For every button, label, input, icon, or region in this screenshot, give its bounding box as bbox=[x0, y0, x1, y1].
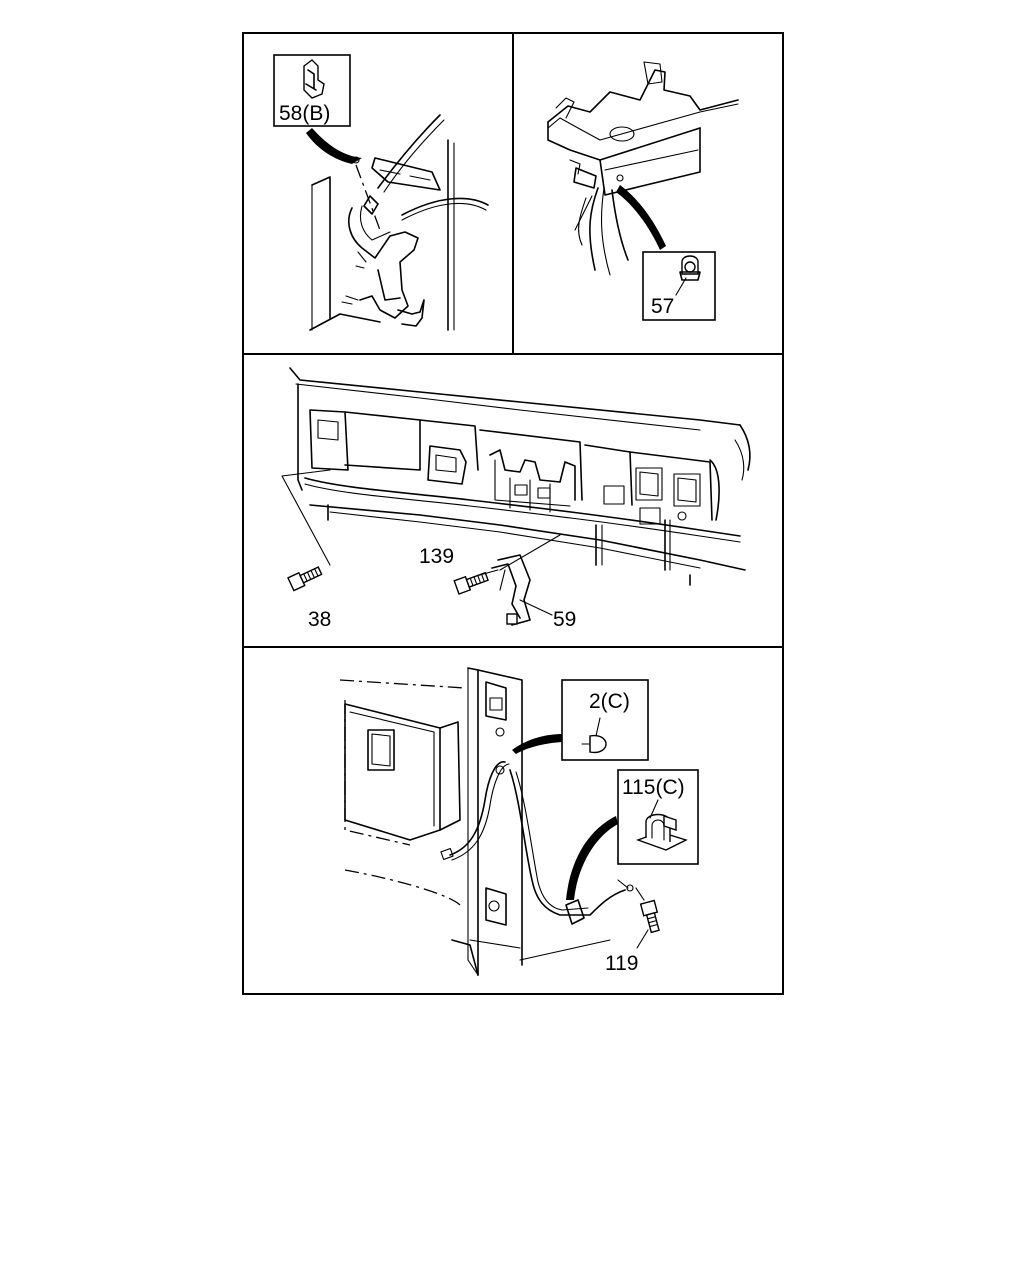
callout-119-label: 119 bbox=[605, 952, 638, 975]
leader-139 bbox=[475, 569, 499, 577]
panel-top-left: 58(B) bbox=[273, 54, 489, 331]
callout-59-label: 59 bbox=[553, 608, 576, 631]
panel-top-right: 57 bbox=[547, 61, 739, 321]
panel-middle: 38 139 59 bbox=[281, 367, 751, 631]
callout-115c-label: 115(C) bbox=[622, 776, 685, 799]
callout-2c-label: 2(C) bbox=[589, 690, 630, 713]
callout-58b-label: 58(B) bbox=[279, 102, 330, 125]
callout-38-label: 38 bbox=[308, 608, 331, 631]
panel-bottom: 119 2(C) 115(C) bbox=[339, 667, 699, 976]
callout-139-label: 139 bbox=[419, 545, 454, 568]
panel-frames bbox=[242, 32, 784, 995]
callout-57-label: 57 bbox=[651, 295, 674, 318]
